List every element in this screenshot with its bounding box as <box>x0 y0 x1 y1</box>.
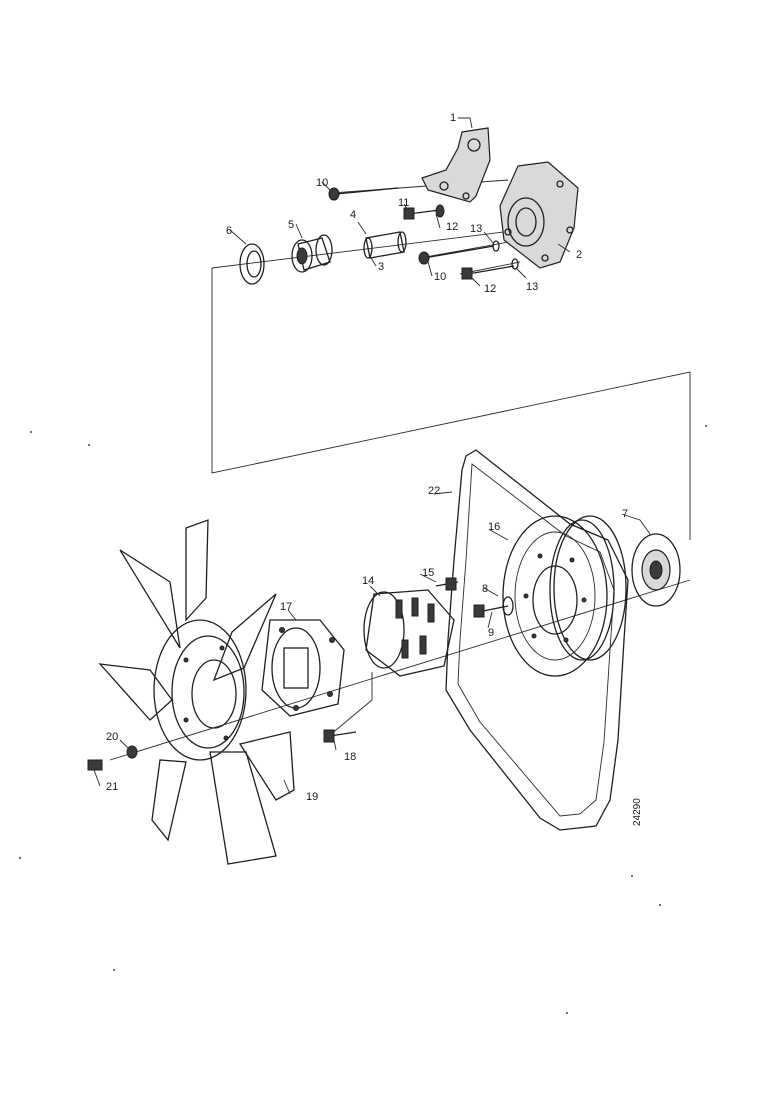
label-part-16: 16 <box>488 521 500 533</box>
label-part-5: 5 <box>288 219 294 231</box>
label-part-17: 17 <box>280 601 292 613</box>
part-2-housing <box>499 161 579 269</box>
label-part-14: 14 <box>362 575 374 587</box>
label-part-18: 18 <box>344 751 356 763</box>
label-part-7: 7 <box>622 508 628 520</box>
part-22-v-belt <box>445 449 629 831</box>
part-14-fan-coupling <box>363 589 455 677</box>
part-1-bracket <box>421 127 491 203</box>
part-17-fan-spacer <box>261 619 345 717</box>
label-part-11: 11 <box>398 197 409 209</box>
pulley-bolts <box>435 577 514 618</box>
label-part-2: 2 <box>576 249 582 261</box>
label-part-12-lower: 12 <box>484 283 496 295</box>
part-19-fan <box>98 519 295 865</box>
part-3-spacer <box>363 231 407 259</box>
label-part-3: 3 <box>378 261 384 273</box>
label-part-19: 19 <box>306 791 318 803</box>
part-5-bearing <box>291 234 333 273</box>
label-part-21: 21 <box>106 781 118 793</box>
part-7-hub-flange <box>631 533 681 607</box>
label-part-12-upper: 12 <box>446 221 458 233</box>
label-part-10-upper: 10 <box>316 177 328 189</box>
label-part-10-lower: 10 <box>434 271 446 283</box>
scan-specks <box>19 425 707 1014</box>
fan-bolts <box>87 729 357 771</box>
label-part-4: 4 <box>350 209 356 221</box>
label-part-8: 8 <box>482 583 488 595</box>
leader-lines <box>93 117 651 795</box>
part-16-pulley <box>502 515 627 677</box>
label-part-9: 9 <box>488 627 494 639</box>
label-part-20: 20 <box>106 731 118 743</box>
label-part-6: 6 <box>226 225 232 237</box>
drawing-number: 24290 <box>632 798 643 826</box>
upper-bolts <box>328 187 519 280</box>
label-part-13-a: 13 <box>470 223 482 235</box>
part-6-seal-ring <box>239 243 265 285</box>
label-part-22: 22 <box>428 485 440 497</box>
label-part-15: 15 <box>422 567 434 579</box>
label-part-1: 1 <box>450 112 456 124</box>
label-part-13-b: 13 <box>526 281 538 293</box>
part-labels: 1 2 3 4 5 6 7 8 9 10 10 11 12 12 13 13 1… <box>106 112 628 803</box>
